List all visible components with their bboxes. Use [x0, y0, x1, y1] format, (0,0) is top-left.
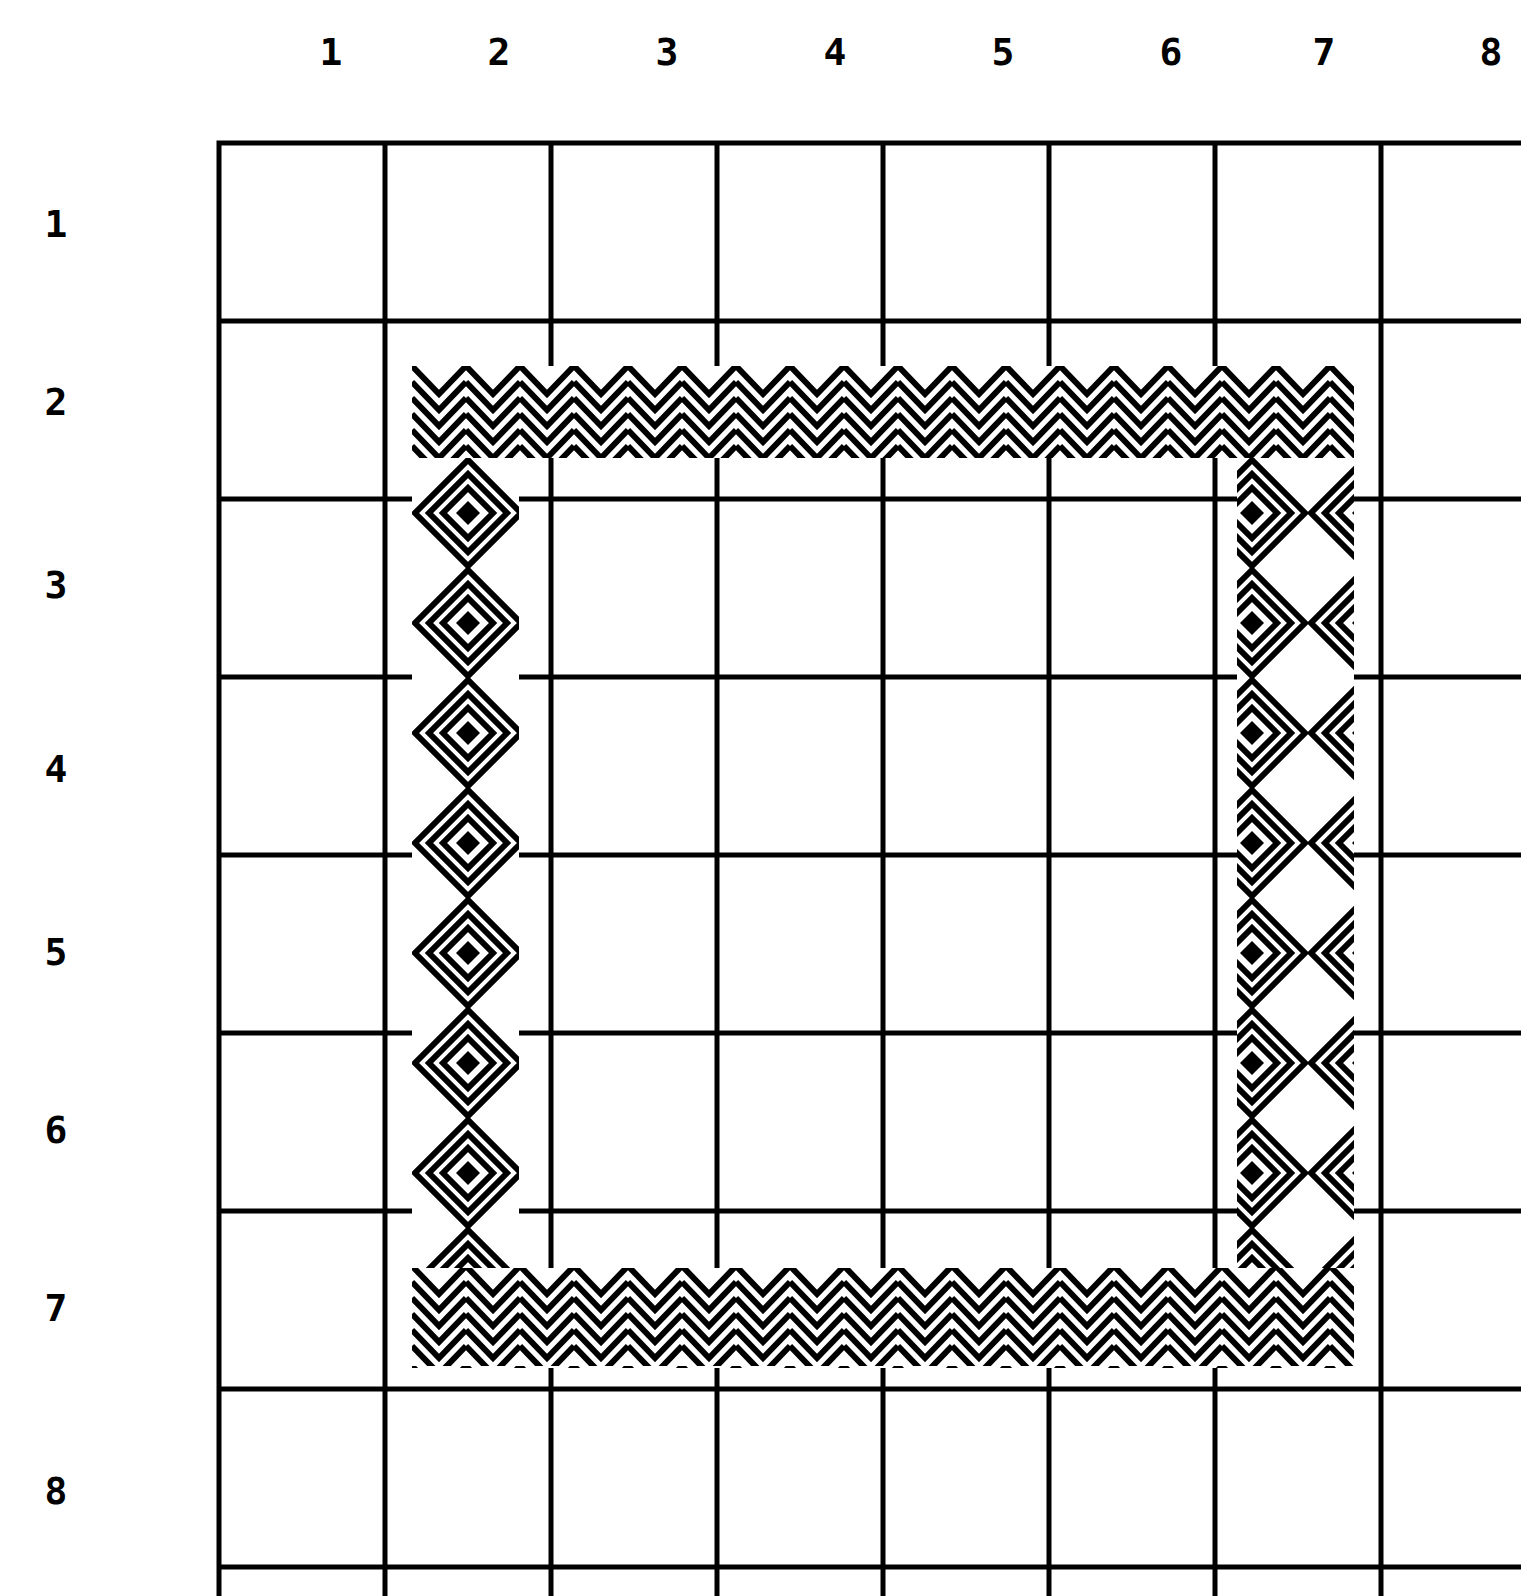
row-number: 5 [45, 933, 68, 971]
column-number: 2 [488, 33, 511, 71]
column-number: 8 [1480, 33, 1503, 71]
column-number: 5 [992, 33, 1015, 71]
column-number: 3 [656, 33, 679, 71]
column-number: 7 [1313, 33, 1336, 71]
row-number: 3 [45, 566, 68, 604]
column-number: 1 [320, 33, 343, 71]
row-number: 8 [45, 1472, 68, 1510]
row-number: 2 [45, 383, 68, 421]
row-number: 6 [45, 1111, 68, 1149]
row-number: 1 [45, 205, 68, 243]
row-number: 4 [45, 750, 68, 788]
row-number: 7 [45, 1289, 68, 1327]
ornamental-border [412, 366, 1354, 1368]
column-number: 4 [824, 33, 847, 71]
column-number: 6 [1160, 33, 1183, 71]
